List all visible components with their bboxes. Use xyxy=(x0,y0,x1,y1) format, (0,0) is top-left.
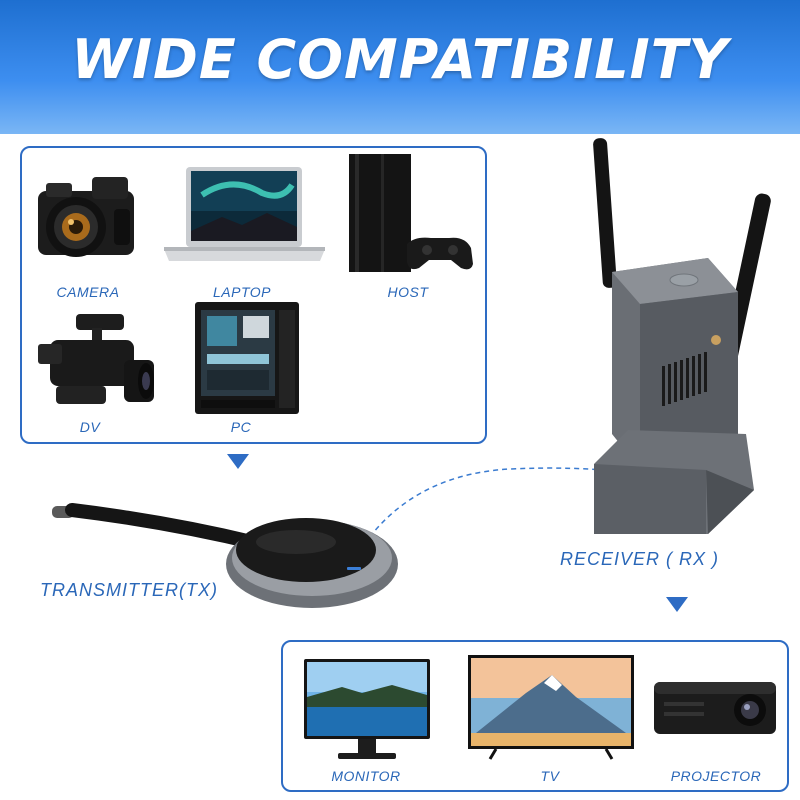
host-label: HOST xyxy=(387,284,429,300)
pc-tower-image xyxy=(195,302,299,414)
transmitter-label: TRANSMITTER(TX) xyxy=(40,580,218,600)
camera-label: CAMERA xyxy=(56,284,120,300)
projector-image xyxy=(654,682,776,734)
receiver-label: RECEIVER ( RX ) xyxy=(560,549,720,569)
projector-label: PROJECTOR xyxy=(670,768,762,784)
banner-title: WIDE COMPATIBILITY xyxy=(71,28,729,91)
down-arrow-icon xyxy=(227,454,249,469)
monitor-image xyxy=(304,659,430,759)
transmitter-image xyxy=(52,503,398,608)
monitor-label: MONITOR xyxy=(331,768,401,784)
laptop-label: LAPTOP xyxy=(213,284,271,300)
receiver-image xyxy=(593,138,771,534)
host-console-image xyxy=(349,154,473,272)
dv-label: DV xyxy=(79,419,101,435)
pc-label: PC xyxy=(230,419,252,435)
camera-image xyxy=(38,177,134,257)
laptop-image xyxy=(164,167,325,261)
dv-camcorder-image xyxy=(38,314,154,404)
tv-label: TV xyxy=(540,768,560,784)
down-arrow-icon xyxy=(666,597,688,612)
tv-image xyxy=(468,655,634,760)
title-banner: WIDE COMPATIBILITY xyxy=(0,0,800,134)
